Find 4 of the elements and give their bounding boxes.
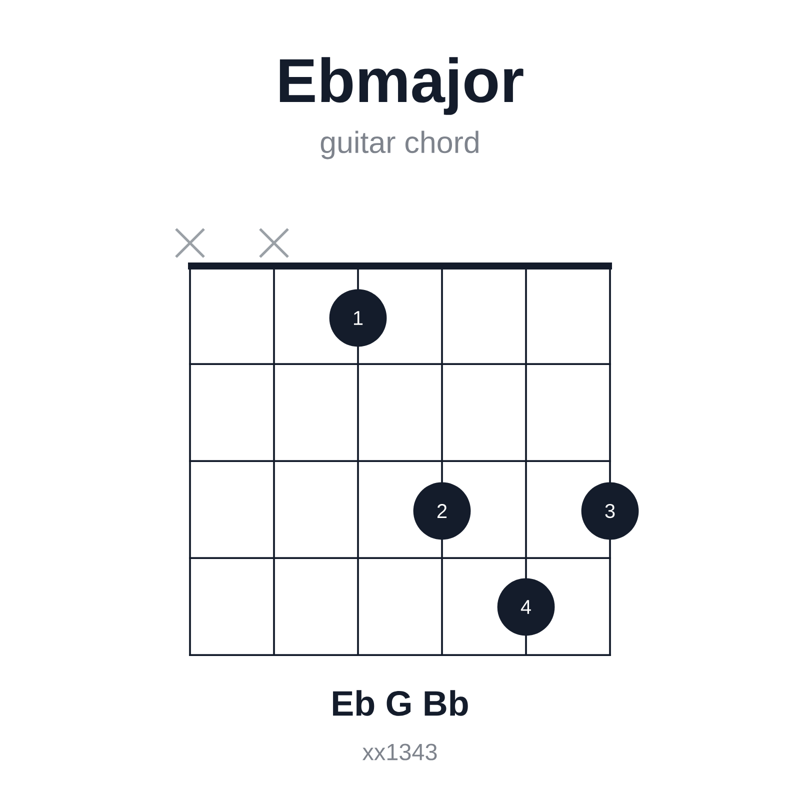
title: Ebmajor	[280, 57, 524, 115]
subtitle: guitar chord	[320, 130, 478, 160]
chord-notes: Eb G Bb	[333, 690, 468, 716]
fingering-code: xx1343	[362, 744, 437, 760]
